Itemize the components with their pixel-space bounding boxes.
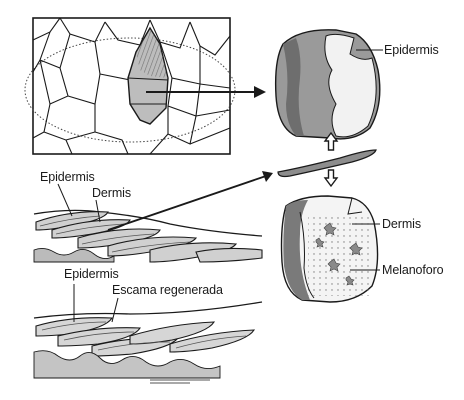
epidermis-label: Epidermis xyxy=(40,171,95,184)
skin-cross-section xyxy=(34,171,273,262)
dermis-label: Dermis xyxy=(92,187,131,200)
epidermis-label: Epidermis xyxy=(64,268,119,281)
melanoforo-label: Melanoforo xyxy=(382,264,444,277)
regenerated-scale-label: Escama regenerada xyxy=(112,284,223,297)
dermis-label: Dermis xyxy=(382,218,421,231)
scale-cross-section-icon xyxy=(278,150,376,177)
epidermis-layer-illustration xyxy=(276,30,380,139)
skin-surface-panel xyxy=(25,18,235,154)
regenerated-scale-section xyxy=(34,284,262,383)
epidermis-label: Epidermis xyxy=(384,44,439,57)
dermis-layer-illustration xyxy=(282,196,378,302)
